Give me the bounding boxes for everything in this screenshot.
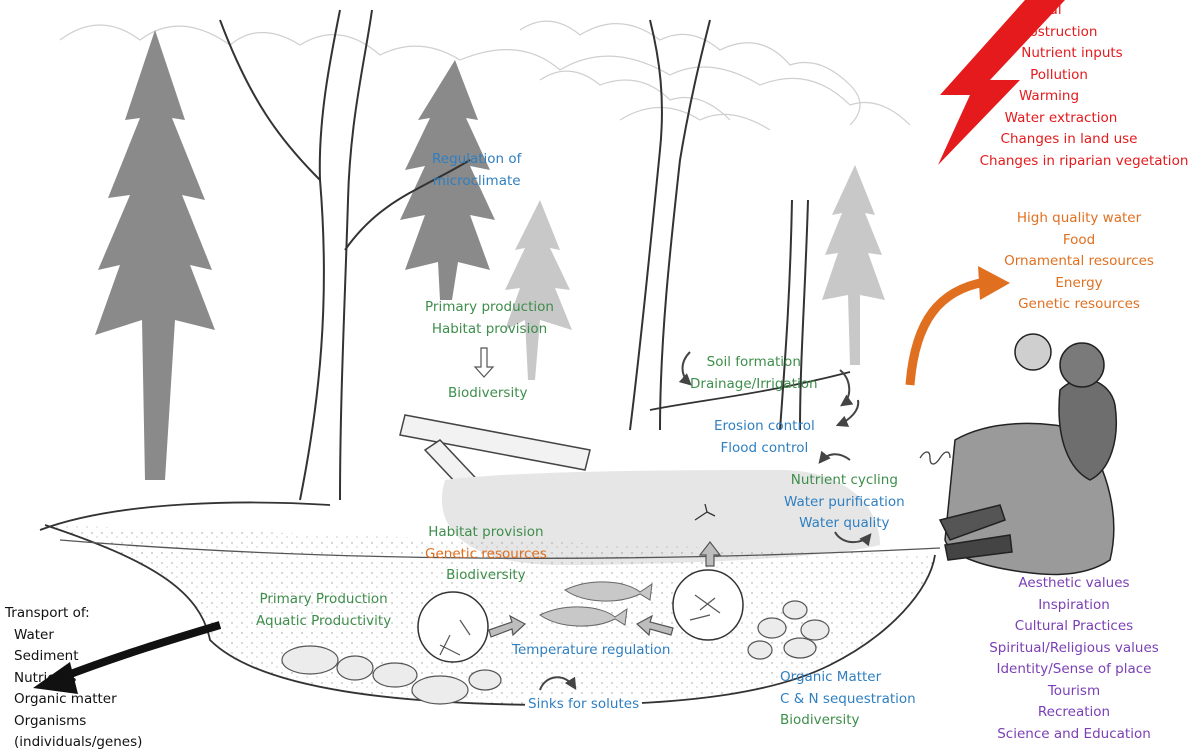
tree-trunks bbox=[219, 9, 809, 501]
squiggle bbox=[919, 451, 951, 465]
pressures-list: Burial Obstruction Nutrient inputs Pollu… bbox=[979, 2, 1189, 169]
riverbed-rocks bbox=[281, 600, 830, 705]
soil-formation-label: Soil formation Drainage/Irrigation bbox=[690, 354, 818, 392]
regulation-of-microclimate-label: Regulation of microclimate bbox=[432, 151, 522, 189]
aquatic-productivity-label: Primary Production Aquatic Productivity bbox=[256, 591, 392, 629]
light-conifers bbox=[505, 165, 885, 380]
conifer-trees bbox=[95, 30, 495, 480]
cycle-arrows bbox=[539, 351, 872, 691]
flow-arrows bbox=[488, 541, 722, 638]
fish bbox=[539, 581, 653, 627]
lightning-bolt-icon bbox=[938, 0, 1065, 165]
primary-production-label: Primary production Habitat provision bbox=[425, 299, 554, 337]
sinks-for-solutes-label: Sinks for solutes bbox=[525, 694, 643, 716]
people-figure bbox=[938, 333, 1117, 576]
erosion-control-label: Erosion control Flood control bbox=[714, 418, 815, 456]
transport-list: Transport of: Water Sediment Nutrients O… bbox=[5, 605, 143, 750]
organic-matter-label: Organic Matter C & N sequestration Biodi… bbox=[780, 669, 916, 728]
background-foliage bbox=[59, 20, 911, 131]
habitat-provision-label: Habitat provision Genetic resources Biod… bbox=[425, 524, 547, 583]
nutrient-cycling-label: Nutrient cycling Water purification Wate… bbox=[784, 472, 905, 531]
provisioning-list: High quality water Food Ornamental resou… bbox=[1004, 210, 1154, 312]
water-surface bbox=[59, 539, 941, 559]
arrow-left-icon bbox=[33, 621, 222, 694]
down-arrow-icon bbox=[473, 347, 495, 378]
biodiversity-top-label: Biodiversity bbox=[448, 385, 528, 401]
right-bank bbox=[649, 371, 851, 411]
magnifier-invertebrate bbox=[417, 591, 489, 663]
left-bank bbox=[39, 501, 331, 531]
temperature-regulation-label: Temperature regulation bbox=[512, 642, 671, 658]
curved-arrow-icon bbox=[905, 266, 1010, 386]
stream-water bbox=[441, 470, 880, 565]
cultural-services-list: Aesthetic values Inspiration Cultural Pr… bbox=[989, 575, 1159, 742]
